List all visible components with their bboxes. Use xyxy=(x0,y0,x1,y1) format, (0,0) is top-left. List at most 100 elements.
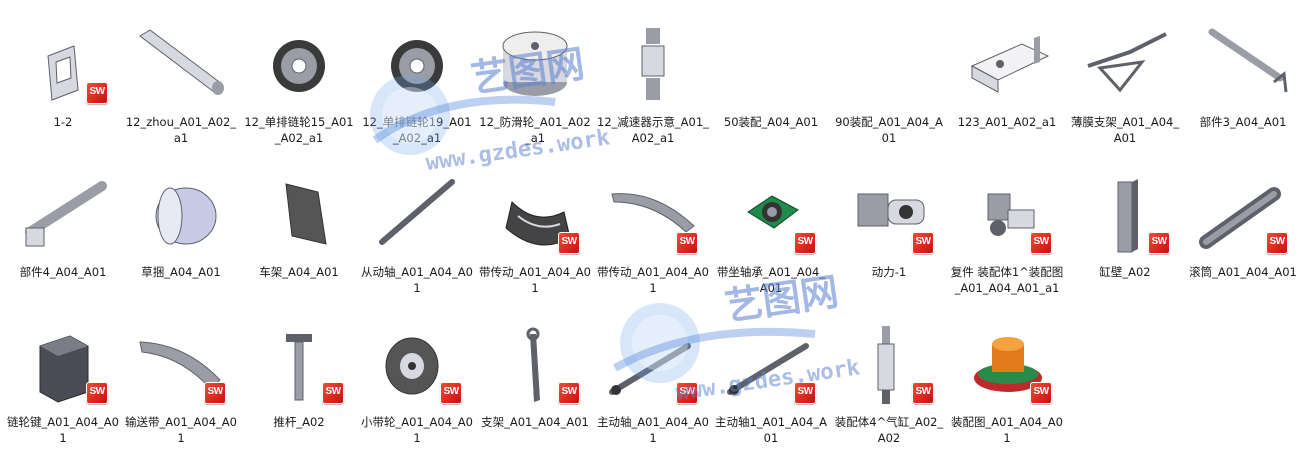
file-item[interactable]: SW 支架_A01_A04_A01 xyxy=(476,314,594,462)
badge-label: SW xyxy=(1269,236,1285,247)
file-item[interactable]: 50装配_A04_A01 xyxy=(712,14,830,162)
assembly-drum-icon xyxy=(962,322,1052,410)
file-item[interactable]: SW 带传动_A01_A04_A01 xyxy=(476,164,594,312)
file-name: 支架_A01_A04_A01 xyxy=(481,415,589,429)
file-item[interactable]: 部件4_A04_A01 xyxy=(4,164,122,312)
file-name: 主动轴_A01_A04_A01 xyxy=(597,415,709,445)
badge-label: SW xyxy=(1033,236,1049,247)
file-item[interactable]: 部件3_A04_A01 xyxy=(1184,14,1302,162)
file-name: 复件 装配体1^装配图_A01_A04_A01_a1 xyxy=(950,265,1064,295)
file-name: 车架_A04_A01 xyxy=(259,265,339,279)
solidworks-badge-icon: SW xyxy=(794,232,816,254)
sprocket-icon xyxy=(372,22,462,110)
solidworks-badge-icon: SW xyxy=(912,232,934,254)
bale-cylinder-icon xyxy=(136,172,226,260)
file-item[interactable]: SW 缸壁_A02 xyxy=(1066,164,1184,312)
badge-label: SW xyxy=(915,236,931,247)
file-name: 带传动_A01_A04_A01 xyxy=(597,265,709,295)
file-name: 12_单排链轮15_A01_A02_a1 xyxy=(244,115,354,145)
small-pulley-icon xyxy=(372,322,462,410)
roller-drum-icon xyxy=(1198,172,1288,260)
file-name: 动力-1 xyxy=(871,265,907,279)
file-name: 链轮键_A01_A04_A01 xyxy=(7,415,119,445)
file-item[interactable]: 123_A01_A02_a1 xyxy=(948,14,1066,162)
file-item[interactable]: SW 滚筒_A01_A04_A01 xyxy=(1184,164,1302,312)
drive-shaft-icon xyxy=(726,322,816,410)
badge-label: SW xyxy=(561,236,577,247)
file-name: 12_防滑轮_A01_A02_a1 xyxy=(479,115,591,145)
bracket-part-icon xyxy=(18,22,108,110)
key-block-icon xyxy=(18,322,108,410)
solidworks-badge-icon: SW xyxy=(1266,232,1288,254)
file-item[interactable]: SW 复件 装配体1^装配图_A01_A04_A01_a1 xyxy=(948,164,1066,312)
badge-label: SW xyxy=(89,386,105,397)
file-item[interactable]: 草捆_A04_A01 xyxy=(122,164,240,312)
file-item[interactable]: 90装配_A01_A04_A01 xyxy=(830,14,948,162)
file-item[interactable]: SW 主动轴_A01_A04_A01 xyxy=(594,314,712,462)
plate-part-icon xyxy=(962,22,1052,110)
file-item[interactable]: SW 装配图_A01_A04_A01 xyxy=(948,314,1066,462)
blank-thumbnail xyxy=(844,22,934,110)
solidworks-badge-icon: SW xyxy=(676,382,698,404)
file-item[interactable]: 12_减速器示意_A01_A02_a1 xyxy=(594,14,712,162)
solidworks-badge-icon: SW xyxy=(440,382,462,404)
file-name: 主动轴1_A01_A04_A01 xyxy=(715,415,827,445)
solidworks-badge-icon: SW xyxy=(558,382,580,404)
file-name: 部件4_A04_A01 xyxy=(19,265,107,279)
file-name: 滚筒_A01_A04_A01 xyxy=(1189,265,1297,279)
file-item[interactable]: SW 链轮键_A01_A04_A01 xyxy=(4,314,122,462)
reducer-schematic-icon xyxy=(608,22,698,110)
file-item[interactable]: SW 输送带_A01_A04_A01 xyxy=(122,314,240,462)
frame-support-icon xyxy=(1080,22,1170,110)
file-item[interactable]: SW 小带轮_A01_A04_A01 xyxy=(358,314,476,462)
file-name: 小带轮_A01_A04_A01 xyxy=(361,415,473,445)
stepped-shaft-icon xyxy=(136,22,226,110)
file-name: 带传动_A01_A04_A01 xyxy=(479,265,591,295)
file-item[interactable]: 12_单排链轮19_A01_A02_a1 xyxy=(358,14,476,162)
file-name: 装配图_A01_A04_A01 xyxy=(951,415,1063,445)
file-name: 装配体4^气缸_A02_A02 xyxy=(834,415,944,445)
file-item[interactable]: 12_单排链轮15_A01_A02_a1 xyxy=(240,14,358,162)
file-item[interactable]: 12_zhou_A01_A02_a1 xyxy=(122,14,240,162)
long-shaft-icon xyxy=(372,172,462,260)
file-name: 部件3_A04_A01 xyxy=(1199,115,1287,129)
solidworks-badge-icon: SW xyxy=(1030,232,1052,254)
solidworks-badge-icon: SW xyxy=(1030,382,1052,404)
file-item[interactable]: 从动轴_A01_A04_A01 xyxy=(358,164,476,312)
badge-label: SW xyxy=(1151,236,1167,247)
sprocket-icon xyxy=(254,22,344,110)
badge-label: SW xyxy=(89,86,105,97)
file-item[interactable]: SW 带坐轴承_A01_A04_A01 xyxy=(712,164,830,312)
badge-label: SW xyxy=(797,386,813,397)
solidworks-badge-icon: SW xyxy=(322,382,344,404)
badge-label: SW xyxy=(1033,386,1049,397)
file-name: 推杆_A02 xyxy=(273,415,325,429)
badge-label: SW xyxy=(679,386,695,397)
file-name: 缸壁_A02 xyxy=(1099,265,1151,279)
cylinder-wheel-icon xyxy=(490,22,580,110)
file-item[interactable]: SW 带传动_A01_A04_A01 xyxy=(594,164,712,312)
solidworks-badge-icon: SW xyxy=(86,382,108,404)
file-item[interactable]: SW 推杆_A02 xyxy=(240,314,358,462)
solidworks-badge-icon: SW xyxy=(794,382,816,404)
file-item[interactable]: 薄膜支架_A01_A04_A01 xyxy=(1066,14,1184,162)
file-name: 123_A01_A02_a1 xyxy=(957,115,1057,129)
file-name: 薄膜支架_A01_A04_A01 xyxy=(1070,115,1180,145)
badge-label: SW xyxy=(443,386,459,397)
file-item[interactable]: SW 动力-1 xyxy=(830,164,948,312)
file-name: 草捆_A04_A01 xyxy=(141,265,221,279)
support-arm-icon xyxy=(490,322,580,410)
file-item[interactable]: 12_防滑轮_A01_A02_a1 xyxy=(476,14,594,162)
file-name: 输送带_A01_A04_A01 xyxy=(125,415,237,445)
file-name: 带坐轴承_A01_A04_A01 xyxy=(716,265,826,295)
file-item[interactable]: 车架_A04_A01 xyxy=(240,164,358,312)
file-name: 90装配_A01_A04_A01 xyxy=(835,115,943,145)
badge-label: SW xyxy=(679,236,695,247)
rod-bracket-icon xyxy=(18,172,108,260)
file-item[interactable]: SW 主动轴1_A01_A04_A01 xyxy=(712,314,830,462)
file-name: 12_单排链轮19_A01_A02_a1 xyxy=(362,115,472,145)
file-name: 12_zhou_A01_A02_a1 xyxy=(125,115,237,145)
badge-label: SW xyxy=(207,386,223,397)
